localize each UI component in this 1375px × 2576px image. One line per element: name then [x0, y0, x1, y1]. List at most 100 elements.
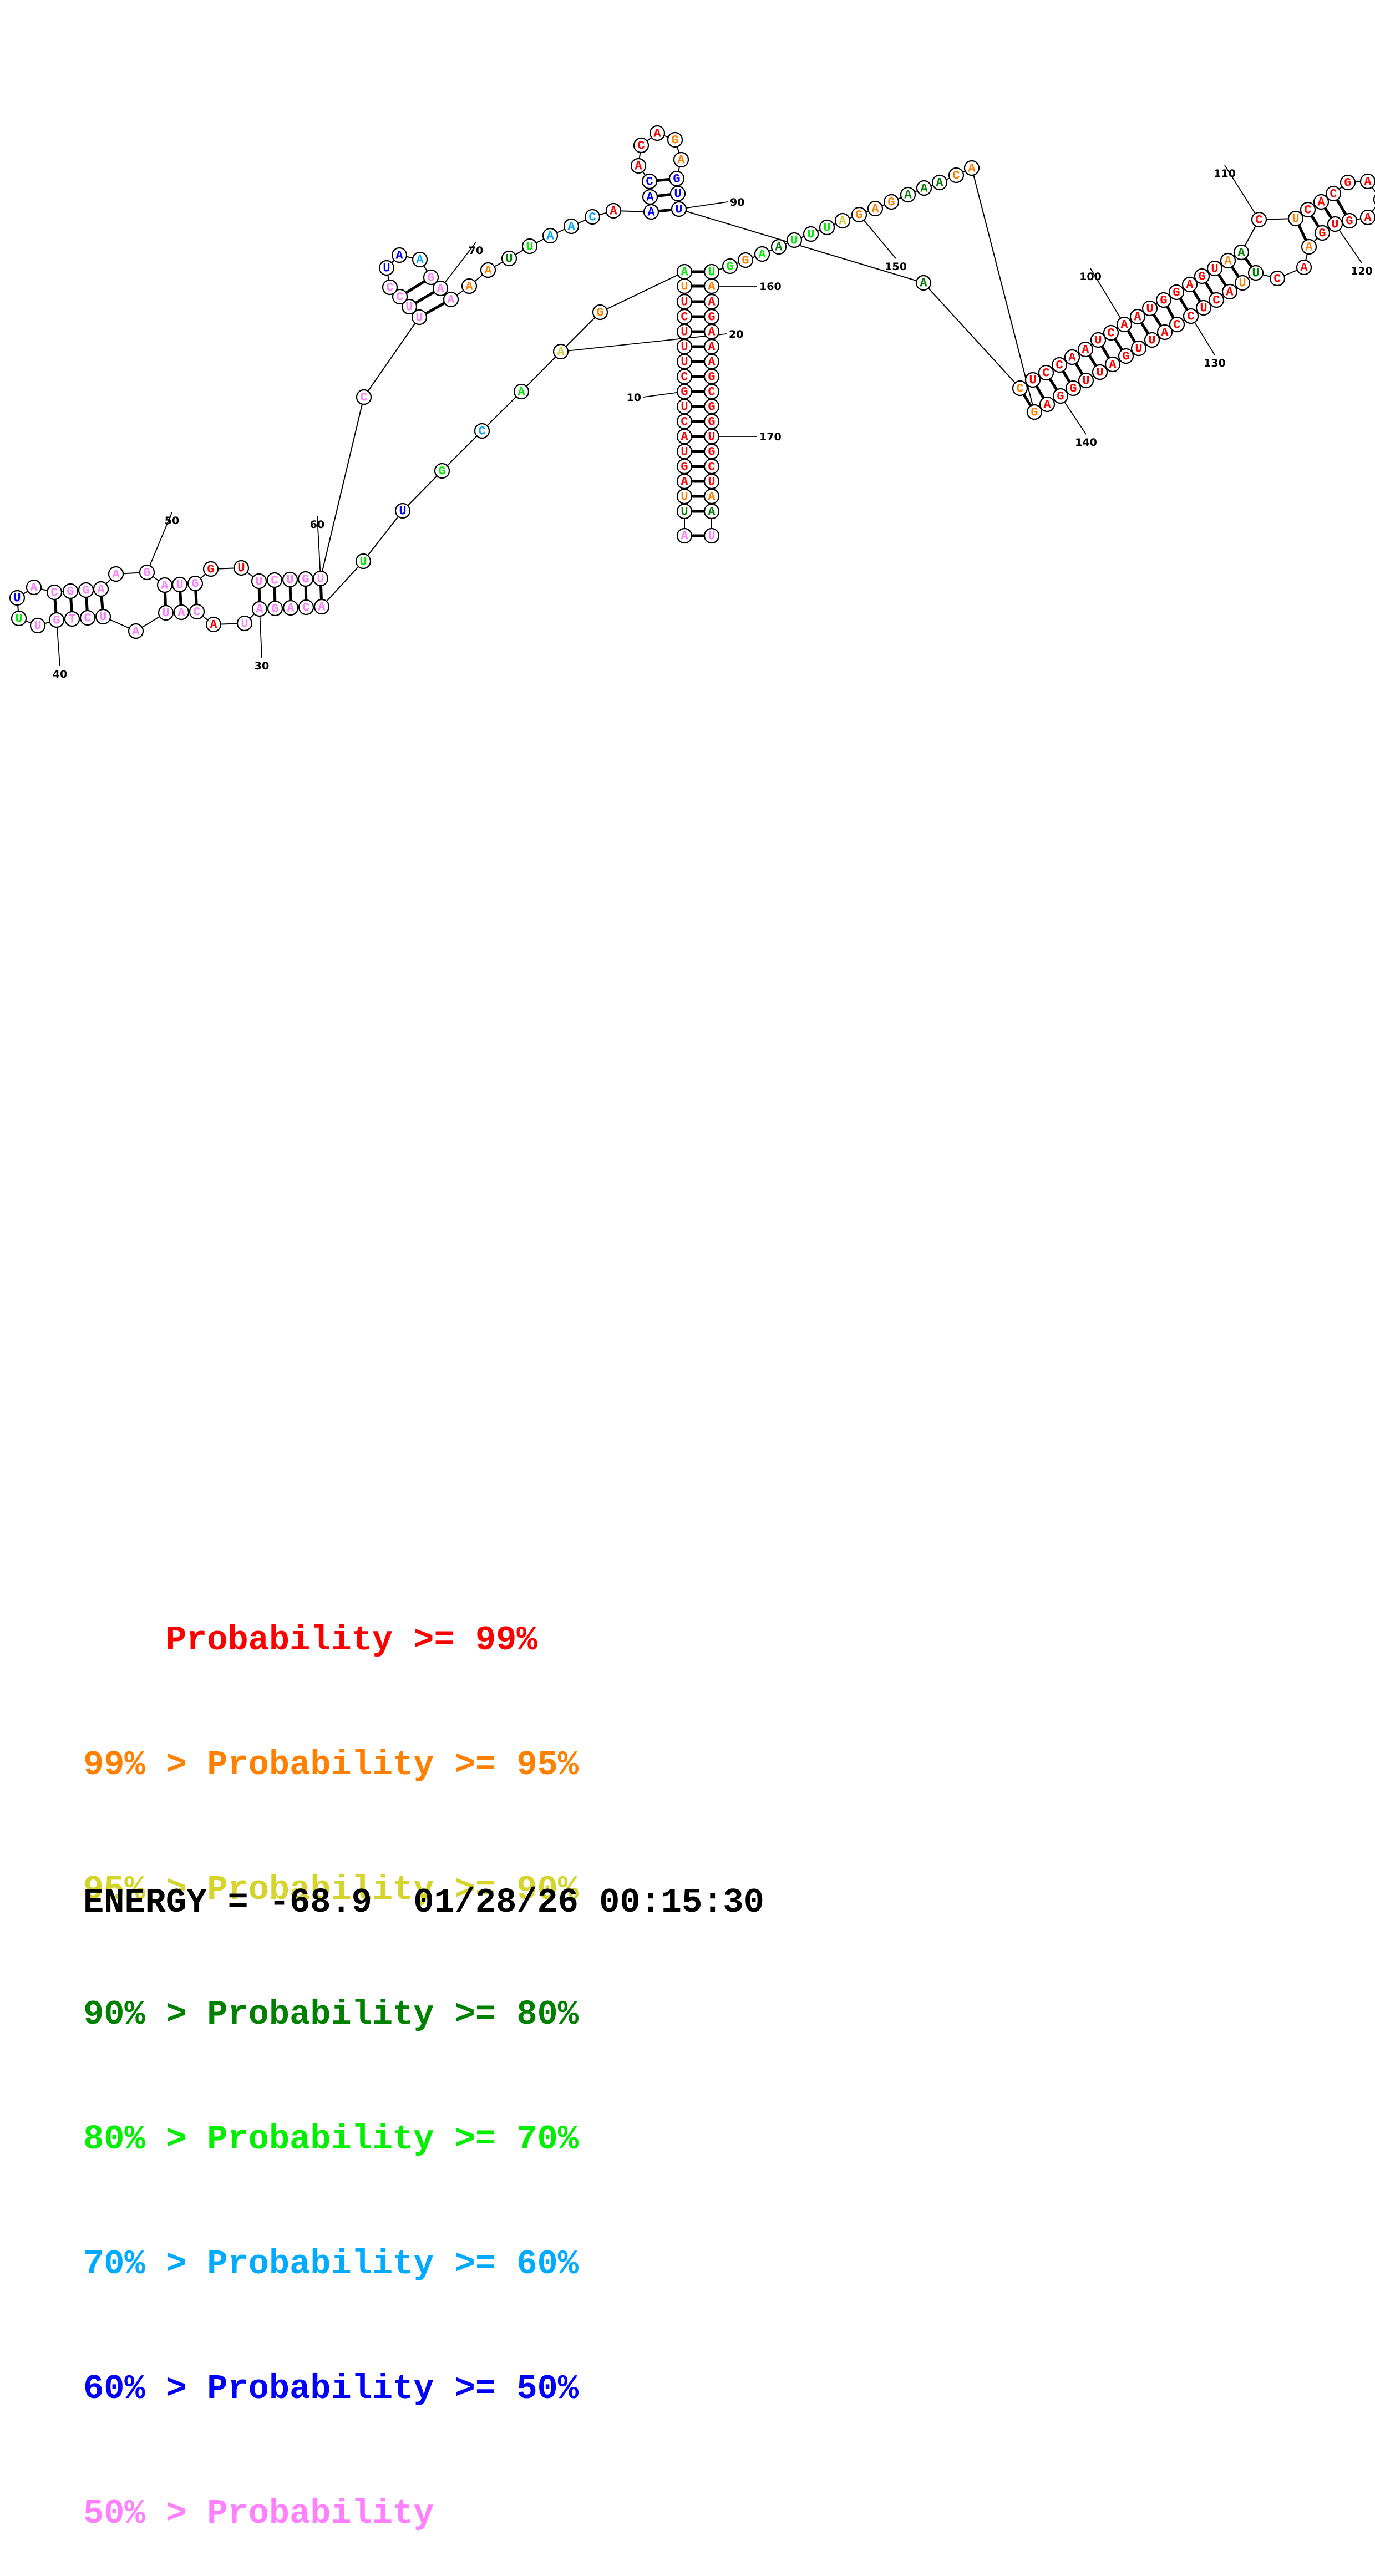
legend-prefix: 70% > — [83, 2244, 207, 2284]
nucleotide: A — [605, 202, 622, 219]
position-tick — [678, 201, 728, 210]
nucleotide: A — [703, 488, 720, 505]
nucleotide-circle — [443, 291, 459, 308]
nucleotide-letter: U — [34, 619, 41, 633]
nucleotide-letter: A — [1068, 351, 1076, 365]
nucleotide-letter: G — [1173, 286, 1180, 300]
nucleotide-circle — [1220, 252, 1236, 269]
nucleotide: U — [676, 353, 693, 370]
nucleotide: U — [819, 219, 835, 236]
nucleotide-circle — [1038, 364, 1054, 381]
nucleotide-letter: U — [241, 617, 248, 631]
position-label: 130 — [1204, 357, 1226, 369]
nucleotide-letter: A — [517, 385, 525, 399]
nucleotide-letter: A — [775, 241, 783, 255]
nucleotide: U — [1234, 275, 1251, 291]
legend-label: Probability >= 50% — [207, 2369, 579, 2409]
nucleotide-letter: U — [237, 562, 245, 576]
nucleotide-letter: U — [255, 575, 262, 589]
nucleotide: U — [29, 617, 46, 634]
nucleotide-circle — [313, 598, 330, 615]
nucleotide: A — [1104, 356, 1121, 373]
nucleotide-circle — [64, 611, 80, 627]
nucleotide-circle — [158, 604, 174, 621]
nucleotide-circle — [171, 576, 188, 593]
nucleotide-circle — [391, 247, 408, 263]
nucleotide: C — [1169, 316, 1185, 333]
nucleotide-letter: C — [1056, 359, 1063, 373]
nucleotide-letter: G — [1318, 227, 1326, 241]
nucleotide: A — [834, 212, 851, 229]
nucleotide: A — [703, 353, 720, 370]
nucleotide-letter: A — [681, 530, 688, 543]
nucleotide-circle — [282, 599, 299, 616]
nucleotide-letter: A — [318, 601, 326, 614]
position-label: 160 — [759, 281, 782, 293]
nucleotide: A — [676, 473, 693, 490]
nucleotide: U — [676, 338, 693, 355]
nucleotide-circle — [1300, 201, 1316, 218]
nucleotide: U — [1287, 210, 1304, 227]
nucleotide-letter: U — [1292, 212, 1299, 226]
backbone-segment — [320, 397, 364, 579]
nucleotide-circle — [29, 617, 46, 634]
nucleotide-letter: C — [302, 601, 309, 615]
nucleotide-letter: U — [162, 607, 169, 621]
nucleotide: A — [649, 125, 666, 141]
nucleotide: U — [703, 527, 720, 544]
nucleotide-letter: U — [505, 252, 513, 266]
nucleotide: U — [9, 590, 26, 606]
backbone-segment — [402, 470, 443, 511]
nucleotide-letter: A — [681, 430, 688, 444]
nucleotide: G — [703, 398, 720, 415]
nucleotide-letter: G — [82, 584, 89, 598]
nucleotide-circle — [202, 561, 219, 577]
nucleotide-letter: A — [708, 490, 716, 504]
nucleotide-circle — [542, 227, 559, 244]
nucleotide-circle — [1296, 259, 1312, 276]
position-tick — [1090, 268, 1125, 325]
nucleotide: G — [1155, 292, 1172, 308]
nucleotide: U — [521, 238, 538, 255]
nucleotide: U — [1206, 260, 1223, 277]
nucleotide: U — [1141, 300, 1158, 317]
nucleotide-circle — [11, 610, 27, 627]
nucleotide-circle — [915, 275, 932, 291]
nucleotide-circle — [676, 263, 693, 280]
nucleotide-circle — [667, 131, 683, 148]
position-label: 120 — [1351, 265, 1373, 277]
nucleotide: A — [643, 204, 659, 220]
nucleotide-circle — [563, 218, 580, 235]
nucleotide-circle — [9, 590, 26, 606]
nucleotide: A — [1129, 308, 1146, 325]
nucleotide-circle — [205, 616, 222, 633]
nucleotide-circle — [474, 423, 490, 439]
nucleotide-circle — [703, 503, 720, 520]
legend-row-p90: 95% > Probability >= 90% — [83, 1869, 579, 1911]
nucleotide-circle — [737, 252, 754, 268]
backbone-segment — [971, 167, 1035, 413]
nucleotide: A — [1156, 324, 1173, 341]
nucleotide: G — [62, 583, 79, 599]
nucleotide-letter: U — [13, 592, 21, 606]
nucleotide: U — [703, 263, 720, 280]
legend-prefix: 95% > — [83, 1870, 207, 1909]
nucleotide: G — [267, 600, 283, 617]
nucleotide-letter: A — [920, 277, 927, 291]
nucleotide-letter: G — [1346, 215, 1353, 228]
nucleotide-circle — [187, 575, 204, 592]
nucleotide-circle — [1359, 173, 1375, 190]
nucleotide-circle — [703, 527, 720, 544]
nucleotide: G — [423, 269, 439, 286]
legend-row-p50: 60% > Probability >= 50% — [83, 2368, 579, 2410]
nucleotide: G — [1194, 268, 1210, 284]
nucleotide: G — [851, 206, 867, 223]
nucleotide-circle — [79, 609, 96, 626]
position-label: 110 — [1214, 167, 1236, 180]
nucleotide-letter: A — [437, 282, 444, 296]
nucleotide-circle — [552, 343, 569, 360]
nucleotide-letter: U — [681, 355, 688, 369]
nucleotide: U — [1092, 364, 1108, 380]
nucleotide: U — [676, 398, 693, 415]
nucleotide-letter: A — [647, 206, 655, 220]
